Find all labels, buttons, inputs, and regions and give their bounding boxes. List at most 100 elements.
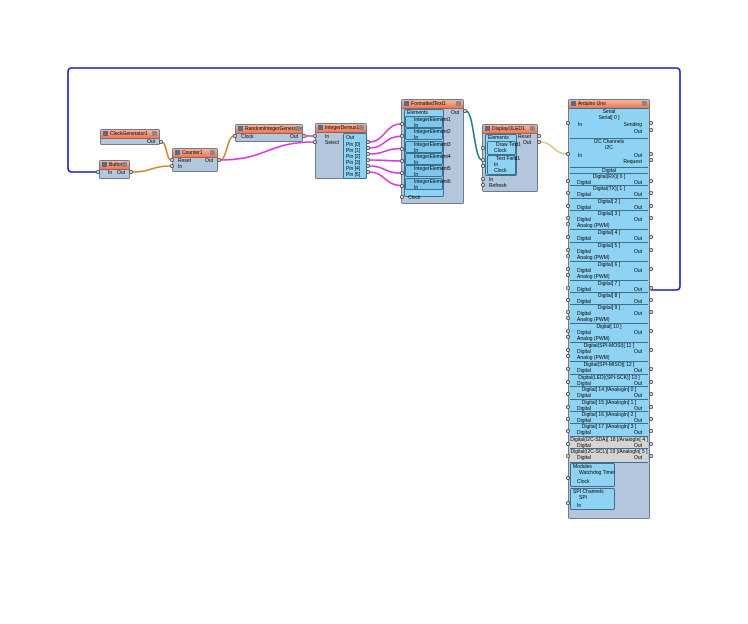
clock-generator-header[interactable]: ClockGenerator1 <box>101 130 159 139</box>
demux-pin-2[interactable] <box>366 152 370 156</box>
digital-out-pin[interactable] <box>649 348 653 353</box>
analog-in-pin[interactable] <box>566 354 570 359</box>
digital-in-pin[interactable] <box>566 404 570 409</box>
demux-pin-3[interactable] <box>366 158 370 162</box>
demux-pin-1[interactable] <box>366 146 370 150</box>
digital-out-pin[interactable] <box>649 417 653 421</box>
digital-out-pin[interactable] <box>649 367 653 372</box>
digital-out-pin[interactable] <box>649 216 653 221</box>
digital-out-pin[interactable] <box>649 266 653 271</box>
digital-in-pin[interactable] <box>566 392 570 397</box>
digital-out-pin[interactable] <box>649 179 653 183</box>
oled-input-pin[interactable] <box>481 164 485 168</box>
wrench-icon[interactable] <box>642 101 647 106</box>
counter-reset-pin[interactable] <box>170 158 174 162</box>
random-integer-generator-header[interactable]: RandomIntegerGenerator1 <box>236 125 302 134</box>
counter-out-pin[interactable] <box>217 158 221 162</box>
digital-in-pin[interactable] <box>566 329 570 334</box>
digital-in-pin[interactable] <box>566 348 570 353</box>
wrench-icon[interactable] <box>295 126 300 131</box>
digital-in-pin[interactable] <box>566 216 570 221</box>
digital-in-pin[interactable] <box>566 179 570 183</box>
digital-out-pin[interactable] <box>649 404 653 409</box>
button-out-pin[interactable] <box>129 170 133 174</box>
formatted-out-pin[interactable] <box>463 109 467 113</box>
analog-in-pin[interactable] <box>566 272 570 277</box>
digital-in-pin[interactable] <box>566 379 570 384</box>
demux-pin-5[interactable] <box>366 170 370 174</box>
spi-in-pin[interactable] <box>566 500 570 505</box>
watchdog-clock-pin[interactable] <box>566 475 570 480</box>
digital-out-pin[interactable] <box>649 203 653 208</box>
i2c-out-pin[interactable] <box>649 152 653 156</box>
element-in-pin[interactable] <box>400 134 404 139</box>
demux-pin-4[interactable] <box>366 164 370 168</box>
oled-reset-pin[interactable] <box>537 134 541 138</box>
element-in-pin[interactable] <box>400 122 404 126</box>
digital-in-pin[interactable] <box>566 367 570 372</box>
counter-to-select-wire[interactable] <box>219 141 315 161</box>
wrench-icon[interactable] <box>152 131 157 136</box>
digital-in-pin[interactable] <box>566 298 570 302</box>
demux-in-pin[interactable] <box>313 134 317 138</box>
i2c-request-pin[interactable] <box>649 158 653 162</box>
oled-to-i2c-wire[interactable] <box>539 141 568 155</box>
button-to-counter-wire[interactable] <box>131 165 172 173</box>
digital-in-pin[interactable] <box>566 417 570 421</box>
digital-in-pin[interactable] <box>566 310 570 315</box>
clock-to-counter-wire[interactable] <box>161 141 172 161</box>
demux-to-element-wire[interactable] <box>368 123 402 143</box>
digital-out-pin[interactable] <box>649 247 653 252</box>
digital-in-pin[interactable] <box>566 266 570 271</box>
sending-pin[interactable] <box>649 121 653 125</box>
digital-in-pin[interactable] <box>566 454 570 459</box>
digital-in-pin[interactable] <box>566 247 570 252</box>
loop-wire[interactable] <box>67 67 681 291</box>
digital-in-pin[interactable] <box>566 285 570 290</box>
oled-input-pin[interactable] <box>481 177 485 181</box>
counter-in-pin[interactable] <box>170 164 174 168</box>
serial-in-pin[interactable] <box>566 121 570 125</box>
digital-out-pin[interactable] <box>649 329 653 334</box>
demux-to-element-wire[interactable] <box>368 171 402 187</box>
wrench-icon[interactable] <box>456 101 461 106</box>
demux-pin-0[interactable] <box>366 140 370 144</box>
i2c-in-pin[interactable] <box>566 152 570 156</box>
formatted-text-header[interactable]: FormattedText1 <box>402 100 463 109</box>
digital-out-pin[interactable] <box>649 454 653 459</box>
digital-out-pin[interactable] <box>649 429 653 434</box>
element-in-pin[interactable] <box>400 183 404 188</box>
demux-to-element-wire[interactable] <box>368 165 402 174</box>
oled-input-pin[interactable] <box>481 146 485 150</box>
oled-out-pin[interactable] <box>537 140 541 144</box>
digital-out-pin[interactable] <box>649 310 653 315</box>
wrench-icon[interactable] <box>359 125 364 130</box>
element-in-pin[interactable] <box>400 146 404 151</box>
random-out-pin[interactable] <box>302 134 306 138</box>
display-oled-header[interactable]: DisplayOLED1 <box>483 125 537 134</box>
digital-out-pin[interactable] <box>649 392 653 397</box>
digital-in-pin[interactable] <box>566 429 570 434</box>
oled-input-pin[interactable] <box>481 158 485 162</box>
digital-out-pin[interactable] <box>649 235 653 240</box>
digital-out-pin[interactable] <box>649 285 653 290</box>
button-in-pin[interactable] <box>96 170 100 174</box>
wrench-icon[interactable] <box>210 150 215 155</box>
oled-input-pin[interactable] <box>481 183 485 187</box>
analog-in-pin[interactable] <box>566 335 570 340</box>
demux-to-element-wire[interactable] <box>368 135 402 149</box>
formatted-clock-pin[interactable] <box>400 195 404 199</box>
digital-out-pin[interactable] <box>649 191 653 196</box>
counter-to-random-wire[interactable] <box>219 135 235 161</box>
wrench-icon[interactable] <box>530 126 535 131</box>
demux-select-pin[interactable] <box>313 140 317 144</box>
